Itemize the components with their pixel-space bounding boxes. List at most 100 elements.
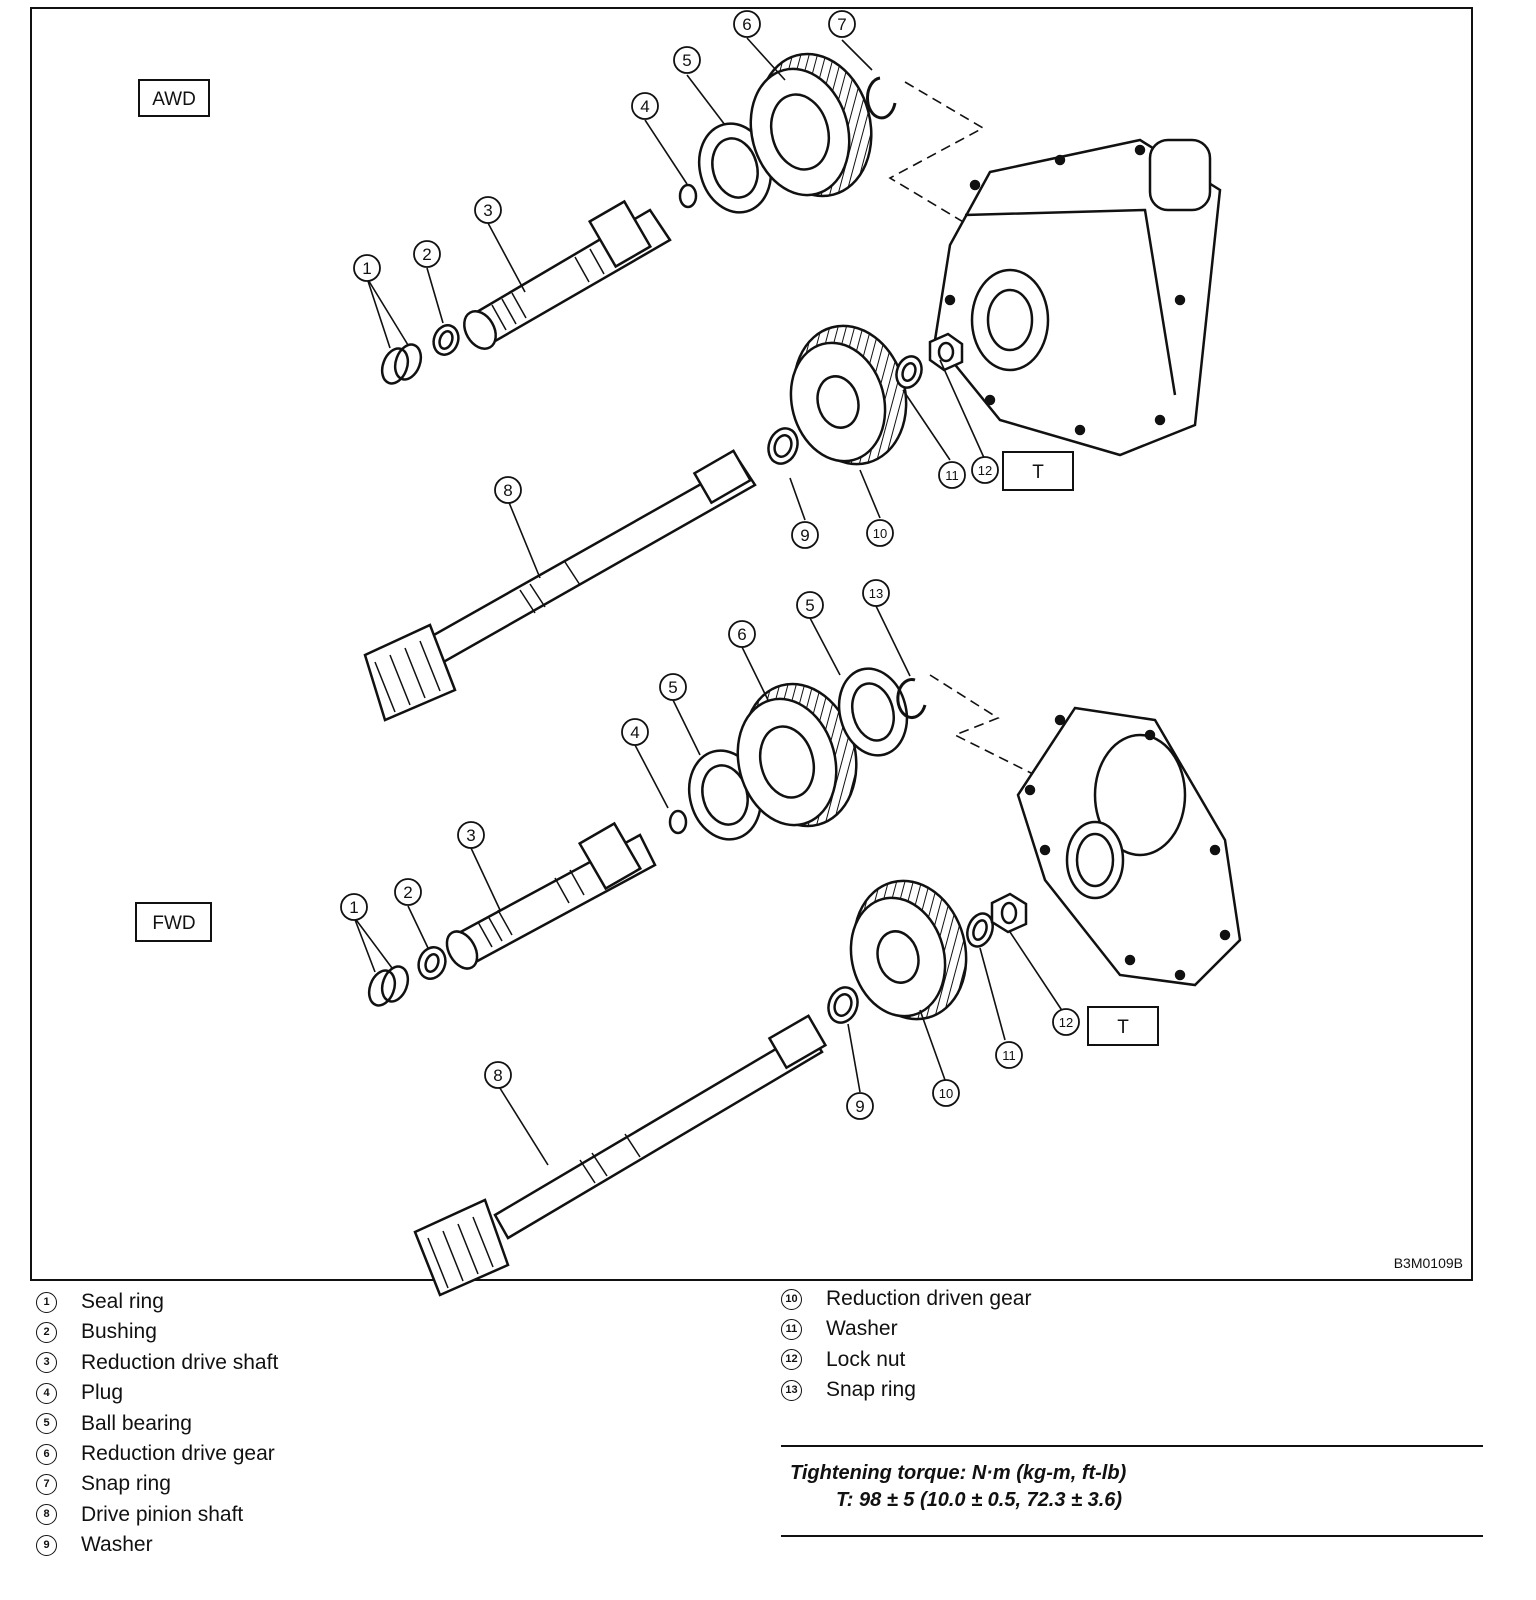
fwd-drive-pinion-shaft bbox=[413, 1014, 828, 1297]
fwd-callout-2: 2 bbox=[394, 878, 422, 906]
svg-text:7: 7 bbox=[837, 15, 846, 34]
torque-spec: Tightening torque: N·m (kg-m, ft-lb) T: … bbox=[790, 1460, 1126, 1514]
fwd-callout-1: 1 bbox=[340, 893, 368, 921]
awd-drive-pinion-shaft bbox=[363, 449, 757, 722]
awd-callout-7: 7 bbox=[828, 10, 856, 38]
awd-seal-ring bbox=[380, 343, 423, 385]
torque-rule-top bbox=[781, 1445, 1483, 1447]
svg-text:8: 8 bbox=[503, 481, 512, 500]
fwd-torque-box bbox=[1087, 1006, 1159, 1046]
fwd-callout-11: 11 bbox=[995, 1041, 1023, 1069]
fwd-callout-13: 13 bbox=[862, 579, 890, 607]
awd-label: AWD bbox=[152, 89, 196, 110]
awd-washer-11 bbox=[895, 355, 923, 389]
legend-label: Lock nut bbox=[826, 1347, 906, 1371]
awd-washer-9 bbox=[767, 427, 799, 465]
legend-label: Reduction driven gear bbox=[826, 1287, 1032, 1310]
legend-label: Snap ring bbox=[81, 1472, 171, 1496]
fwd-washer-9 bbox=[827, 986, 859, 1024]
svg-text:2: 2 bbox=[422, 245, 431, 264]
legend-label: Reduction drive shaft bbox=[81, 1350, 279, 1374]
legend-number: 8 bbox=[36, 1504, 57, 1526]
awd-callout-3: 3 bbox=[474, 196, 502, 224]
fwd-callout-5a: 5 bbox=[659, 673, 687, 701]
awd-callout-11: 11 bbox=[938, 461, 966, 489]
legend-item: 12 Lock nut bbox=[781, 1345, 1481, 1375]
fwd-callout-10: 10 bbox=[932, 1079, 960, 1107]
legend-item: 4 Plug bbox=[36, 1378, 716, 1408]
awd-callout-8: 8 bbox=[494, 476, 522, 504]
svg-text:12: 12 bbox=[978, 463, 992, 478]
fwd-ball-bearing-b bbox=[837, 667, 909, 757]
legend-label: Seal ring bbox=[81, 1290, 164, 1313]
fwd-callout-9: 9 bbox=[846, 1092, 874, 1120]
awd-callout-6: 6 bbox=[733, 10, 761, 38]
awd-callout-1: 1 bbox=[353, 254, 381, 282]
awd-snap-ring bbox=[865, 76, 897, 120]
awd-reduction-drive-shaft bbox=[463, 199, 672, 350]
svg-text:6: 6 bbox=[737, 625, 746, 644]
legend-item: 6 Reduction drive gear bbox=[36, 1439, 716, 1469]
awd-callout-12: 12 bbox=[971, 456, 999, 484]
fwd-torque-tag: T bbox=[1117, 1017, 1129, 1038]
legend-label: Snap ring bbox=[826, 1378, 916, 1402]
fwd-reduction-drive-shaft bbox=[445, 821, 657, 970]
legend-number: 4 bbox=[36, 1382, 57, 1404]
awd-callout-10: 10 bbox=[866, 519, 894, 547]
svg-text:5: 5 bbox=[682, 51, 691, 70]
svg-text:9: 9 bbox=[855, 1097, 864, 1116]
torque-heading: Tightening torque: N·m (kg-m, ft-lb) bbox=[790, 1462, 1127, 1484]
legend-number: 6 bbox=[36, 1443, 57, 1465]
svg-text:6: 6 bbox=[742, 15, 751, 34]
svg-text:1: 1 bbox=[349, 898, 358, 917]
legend-item: 13 Snap ring bbox=[781, 1375, 1481, 1405]
svg-text:4: 4 bbox=[630, 723, 639, 742]
legend-item: 10 Reduction driven gear bbox=[781, 1284, 1481, 1314]
fwd-callout-3: 3 bbox=[457, 821, 485, 849]
diagram-frame bbox=[30, 7, 1473, 1281]
legend-number: 10 bbox=[781, 1288, 802, 1310]
svg-text:3: 3 bbox=[483, 201, 492, 220]
legend-label: Washer bbox=[81, 1533, 153, 1557]
awd-callouts: 1 2 3 4 5 6 7 8 9 10 11 12 bbox=[353, 10, 999, 549]
svg-text:5: 5 bbox=[668, 678, 677, 697]
fwd-assembly: FWD bbox=[135, 579, 1242, 1297]
fwd-callout-6: 6 bbox=[728, 620, 756, 648]
awd-leader-lines bbox=[366, 37, 986, 579]
legend-label: Ball bearing bbox=[81, 1411, 192, 1435]
svg-text:10: 10 bbox=[939, 1086, 953, 1101]
legend-number: 13 bbox=[781, 1379, 802, 1401]
legend-number: 5 bbox=[36, 1413, 57, 1435]
legend-item: 1 Seal ring bbox=[36, 1287, 716, 1317]
svg-text:8: 8 bbox=[493, 1066, 502, 1085]
legend-label: Reduction drive gear bbox=[81, 1441, 275, 1465]
legend-number: 12 bbox=[781, 1349, 802, 1371]
legend-number: 1 bbox=[36, 1291, 57, 1313]
legend-item: 5 Ball bearing bbox=[36, 1409, 716, 1439]
legend-number: 11 bbox=[781, 1319, 802, 1341]
awd-torque-tag: T bbox=[1032, 462, 1044, 483]
legend-label: Plug bbox=[81, 1381, 124, 1405]
awd-callout-2: 2 bbox=[413, 240, 441, 268]
svg-text:10: 10 bbox=[873, 526, 887, 541]
torque-rule-bottom bbox=[781, 1535, 1483, 1537]
awd-assembly: AWD bbox=[138, 10, 1222, 722]
awd-bushing bbox=[432, 324, 460, 356]
awd-callout-4: 4 bbox=[631, 92, 659, 120]
fwd-callouts: 1 2 3 4 5 6 5 13 8 9 10 11 12 bbox=[340, 579, 1080, 1120]
fwd-plug bbox=[668, 809, 688, 835]
svg-text:12: 12 bbox=[1059, 1015, 1073, 1030]
svg-text:9: 9 bbox=[800, 526, 809, 545]
awd-transfer-case bbox=[933, 138, 1222, 457]
svg-text:13: 13 bbox=[869, 586, 883, 601]
svg-text:3: 3 bbox=[466, 826, 475, 845]
fwd-snap-ring bbox=[896, 678, 927, 719]
fwd-callout-12: 12 bbox=[1052, 1008, 1080, 1036]
figure-code: B3M0109B bbox=[1394, 1255, 1463, 1271]
